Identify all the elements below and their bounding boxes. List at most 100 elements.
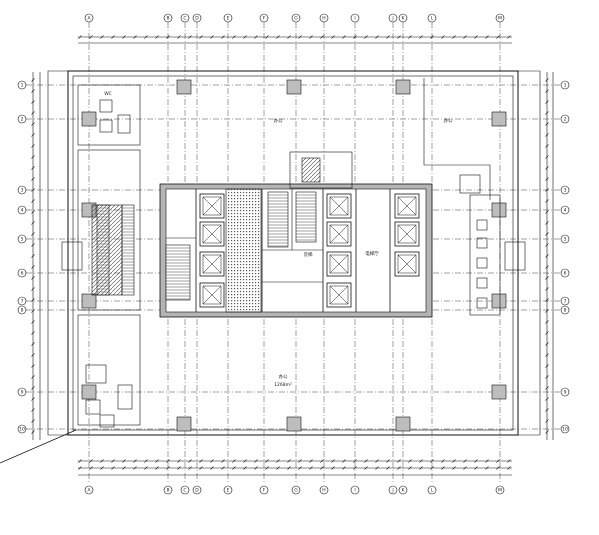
- grid-bubble-icon: E: [223, 13, 233, 23]
- elevator-cross-icon: [199, 251, 225, 277]
- elevator-cross-icon: [199, 221, 225, 247]
- column-icon: [81, 293, 97, 309]
- grid-bubble-label: 4: [564, 208, 567, 214]
- grid-bubble-label: G: [294, 488, 298, 494]
- grid-bubble-label: 10: [562, 427, 568, 433]
- grid-bubble-icon: 3: [560, 185, 570, 195]
- grid-bubble-icon: 8: [17, 305, 27, 315]
- grid-bubble-label: 5: [21, 237, 24, 243]
- grid-bubble-icon: K: [398, 485, 408, 495]
- grid-bubble-label: 8: [21, 308, 24, 314]
- grid-bubble-label: 5: [564, 237, 567, 243]
- column-icon: [81, 111, 97, 127]
- grid-bubble-icon: M: [495, 13, 505, 23]
- elevator-cross-icon: [326, 221, 352, 247]
- grid-bubble-icon: E: [223, 485, 233, 495]
- grid-bubble-icon: C: [180, 485, 190, 495]
- grid-bubble-icon: L: [427, 13, 437, 23]
- column-icon: [395, 416, 411, 432]
- grid-bubble-icon: B: [163, 485, 173, 495]
- grid-bubble-label: 2: [564, 117, 567, 123]
- label-office-area: 1268m²: [274, 382, 292, 388]
- stair-icon: [295, 191, 317, 243]
- grid-bubble-label: J: [391, 488, 393, 494]
- grid-bubble-label: 10: [19, 427, 25, 433]
- grid-bubble-icon: 6: [17, 268, 27, 278]
- elevator-cross-icon: [394, 251, 420, 277]
- grid-bubble-label: D: [195, 16, 199, 22]
- grid-bubble-label: 2: [21, 117, 24, 123]
- grid-bubble-icon: 2: [17, 114, 27, 124]
- grid-bubble-label: 3: [21, 188, 24, 194]
- grid-bubble-icon: 10: [17, 424, 27, 434]
- grid-bubble-icon: G: [291, 13, 301, 23]
- grid-bubble-icon: 3: [17, 185, 27, 195]
- grid-bubble-label: E: [227, 488, 230, 494]
- grid-bubble-label: A: [87, 488, 91, 494]
- column-icon: [81, 384, 97, 400]
- grid-bubble-label: G: [294, 16, 298, 22]
- stair-icon: [165, 244, 191, 301]
- grid-bubble-icon: D: [192, 485, 202, 495]
- grid-bubble-icon: 10: [560, 424, 570, 434]
- grid-bubble-label: 7: [564, 299, 567, 305]
- grid-bubble-icon: 4: [17, 205, 27, 215]
- grid-bubble-label: B: [166, 488, 169, 494]
- grid-bubble-icon: I: [350, 13, 360, 23]
- grid-bubble-label: B: [166, 16, 169, 22]
- label-lobby: 电梯厅: [365, 250, 379, 257]
- label-wc: WC: [104, 91, 112, 97]
- elevator-cross-icon: [326, 251, 352, 277]
- grid-bubble-icon: A: [84, 13, 94, 23]
- grid-bubble-label: M: [498, 16, 502, 22]
- stair-icon: [121, 204, 135, 296]
- grid-bubble-label: 1: [21, 83, 24, 89]
- grid-bubble-label: C: [183, 488, 186, 494]
- grid-bubble-label: 4: [21, 208, 24, 214]
- grid-bubble-icon: F: [259, 13, 269, 23]
- grid-bubble-icon: 5: [560, 234, 570, 244]
- elevator-cross-icon: [394, 193, 420, 219]
- column-icon: [491, 202, 507, 218]
- grid-bubble-icon: I: [350, 485, 360, 495]
- grid-bubble-label: L: [431, 488, 434, 494]
- grid-bubble-icon: 9: [17, 387, 27, 397]
- dimension-ticks: [31, 35, 549, 470]
- grid-bubble-icon: J: [388, 485, 398, 495]
- grid-bubble-icon: B: [163, 13, 173, 23]
- grid-bubble-icon: 6: [560, 268, 570, 278]
- grid-bubble-icon: 7: [560, 296, 570, 306]
- west-service-zone: [61, 84, 141, 428]
- elevator-cross-icon: [394, 221, 420, 247]
- left-grid-bubbles: 1 2 3 4 5 6 7 8 9 10: [17, 80, 27, 434]
- elevator-cross-icon: [326, 193, 352, 219]
- grid-bubble-label: F: [263, 488, 266, 494]
- grid-bubble-label: D: [195, 488, 199, 494]
- grid-bubble-icon: M: [495, 485, 505, 495]
- label-office-north: 办公: [274, 117, 283, 124]
- grid-bubble-icon: 9: [560, 387, 570, 397]
- grid-bubble-icon: L: [427, 485, 437, 495]
- stair-icon: [267, 191, 289, 248]
- grid-bubble-label: 1: [564, 83, 567, 89]
- column-icon: [395, 79, 411, 95]
- label-office-east: 办公: [444, 117, 453, 124]
- grid-bubble-icon: 1: [17, 80, 27, 90]
- column-icon: [286, 416, 302, 432]
- elevator-group: [199, 193, 420, 308]
- grid-bubble-label: 3: [564, 188, 567, 194]
- column-icon: [286, 79, 302, 95]
- grid-bubble-icon: 4: [560, 205, 570, 215]
- grid-bubble-label: E: [227, 16, 230, 22]
- grid-bubble-label: 7: [21, 299, 24, 305]
- leader-line: [0, 429, 77, 464]
- grid-bubble-label: H: [322, 488, 325, 494]
- grid-bubble-label: 6: [21, 271, 24, 277]
- column-icon: [176, 79, 192, 95]
- column-icon: [491, 384, 507, 400]
- grid-bubble-icon: D: [192, 13, 202, 23]
